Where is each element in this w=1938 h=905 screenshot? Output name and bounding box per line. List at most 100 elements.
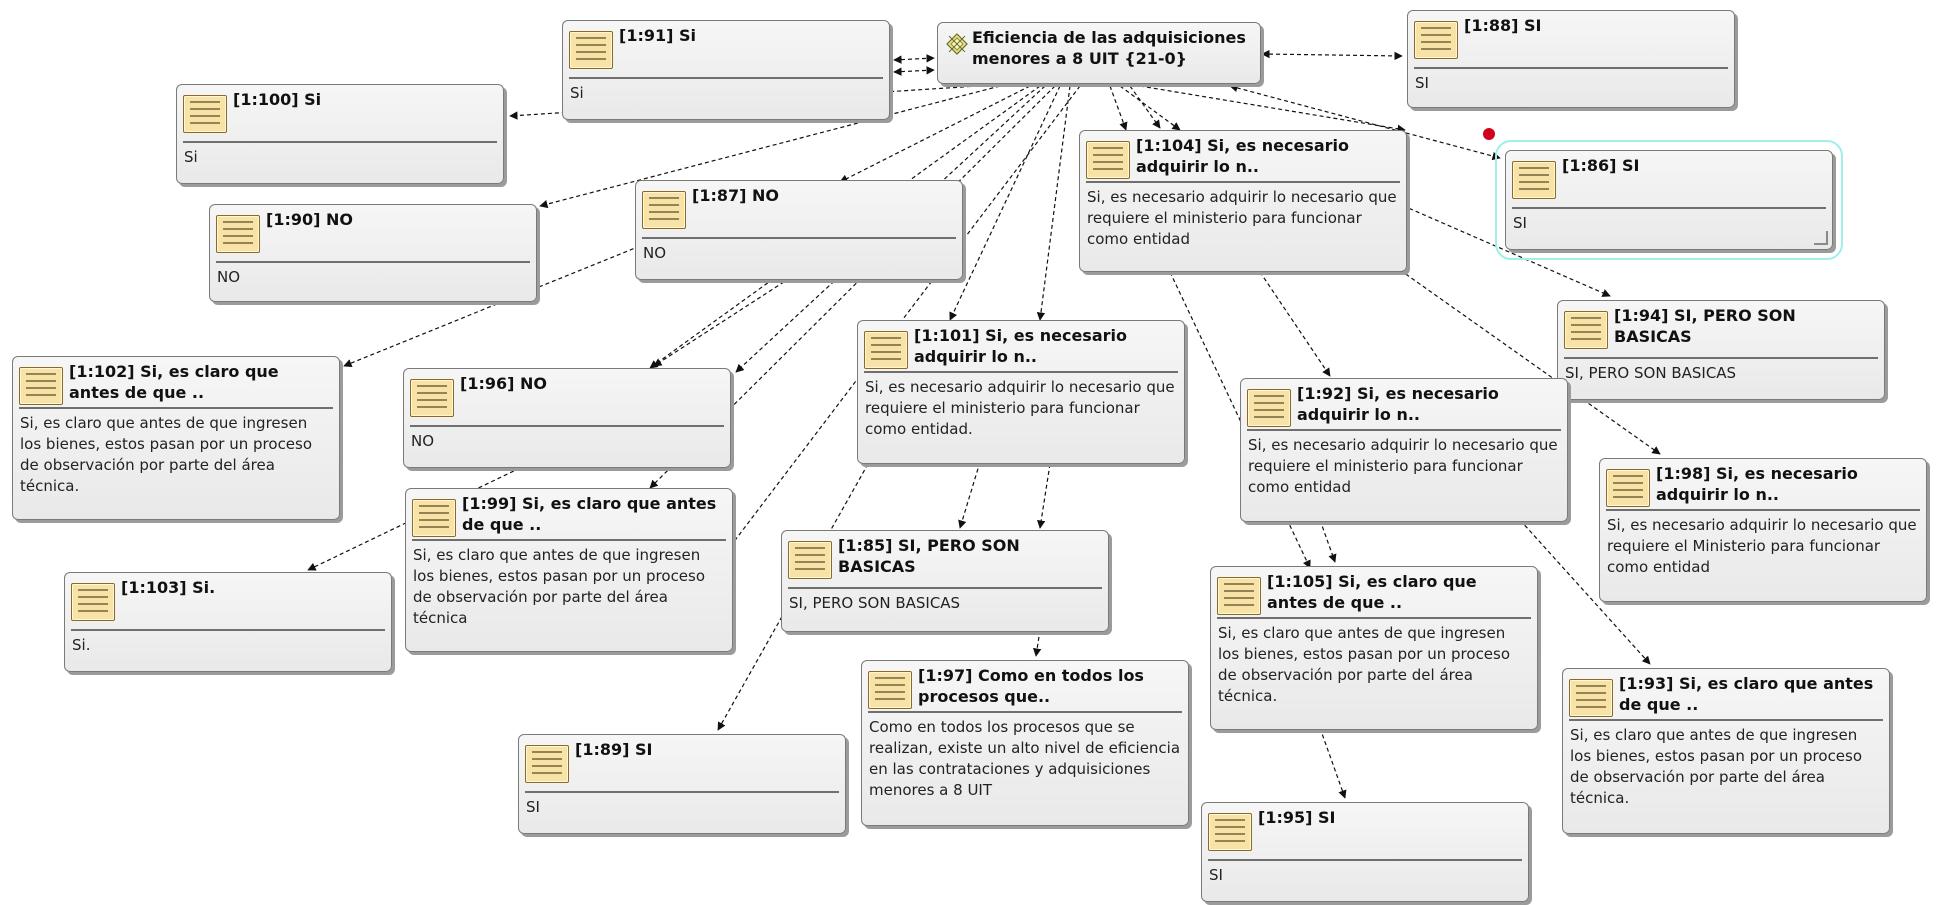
- quote-title: [1:90] NO: [266, 210, 353, 229]
- quote-title: [1:97] Como en todos los procesos que..: [918, 666, 1144, 706]
- quotation-icon: [788, 541, 832, 579]
- quote-node-1-85[interactable]: [1:85] SI, PERO SON BASICAS SI, PERO SON…: [781, 530, 1109, 632]
- quote-node-1-104[interactable]: [1:104] Si, es necesario adquirir lo n..…: [1079, 130, 1407, 272]
- quote-title: [1:96] NO: [460, 374, 547, 393]
- connector-line[interactable]: [893, 66, 935, 76]
- connector-line[interactable]: [949, 85, 1061, 321]
- divider: [216, 261, 530, 263]
- divider: [19, 407, 333, 409]
- connector-line[interactable]: [1109, 85, 1128, 131]
- quote-text: Si, es claro que antes de que ingresen l…: [413, 546, 706, 627]
- quote-title: [1:95] SI: [1258, 808, 1336, 827]
- divider: [1217, 617, 1531, 619]
- quote-title: [1:101] Si, es necesario adquirir lo n..: [914, 326, 1127, 366]
- quote-text: Si, es necesario adquirir lo necesario q…: [1607, 516, 1917, 576]
- quotation-icon: [412, 499, 456, 537]
- quotation-icon: [71, 583, 115, 621]
- quotation-icon: [1217, 577, 1261, 615]
- quote-node-1-92[interactable]: [1:92] Si, es necesario adquirir lo n.. …: [1240, 378, 1568, 522]
- connector-line[interactable]: [653, 277, 791, 367]
- quote-node-1-100[interactable]: [1:100] Si Si: [176, 84, 504, 184]
- quote-title: [1:104] Si, es necesario adquirir lo n..: [1136, 136, 1349, 176]
- quote-text: SI, PERO SON BASICAS: [1565, 364, 1737, 382]
- quotation-icon: [1414, 21, 1458, 59]
- quote-node-1-87[interactable]: [1:87] NO NO: [635, 180, 963, 280]
- quotation-icon: [864, 331, 908, 369]
- quotation-icon: [525, 745, 569, 783]
- divider: [642, 237, 956, 239]
- quote-text: NO: [411, 432, 435, 450]
- quote-node-1-105[interactable]: [1:105] Si, es claro que antes de que ..…: [1210, 566, 1538, 730]
- quote-text: Como en todos los procesos que se realiz…: [869, 718, 1181, 799]
- quote-text: Si, es necesario adquirir lo necesario q…: [865, 378, 1175, 438]
- connector-line[interactable]: [1139, 85, 1406, 133]
- quotation-icon: [1208, 813, 1252, 851]
- divider: [788, 587, 1102, 589]
- divider: [1414, 67, 1728, 69]
- quote-text: Si, es claro que antes de que ingresen l…: [20, 414, 313, 495]
- quote-title: [1:94] SI, PERO SON BASICAS: [1614, 306, 1796, 346]
- code-title: Eficiencia de las adquisiciones menores …: [972, 28, 1246, 68]
- connector-line[interactable]: [893, 54, 935, 64]
- divider: [1086, 181, 1400, 183]
- quote-node-1-89[interactable]: [1:89] SI SI: [518, 734, 846, 834]
- quote-node-1-102[interactable]: [1:102] Si, es claro que antes de que ..…: [12, 356, 340, 520]
- quote-title: [1:86] SI: [1562, 156, 1640, 175]
- quote-node-1-94[interactable]: [1:94] SI, PERO SON BASICAS SI, PERO SON…: [1557, 300, 1885, 400]
- quote-text: SI, PERO SON BASICAS: [789, 594, 961, 612]
- quote-title: [1:91] Si: [619, 26, 696, 45]
- connector-line[interactable]: [1259, 271, 1331, 377]
- connector-line[interactable]: [958, 461, 981, 529]
- quote-node-1-96[interactable]: [1:96] NO NO: [403, 368, 731, 468]
- quote-title: [1:102] Si, es claro que antes de que ..: [69, 362, 279, 402]
- quotation-icon: [183, 95, 227, 133]
- divider: [183, 141, 497, 143]
- quote-title: [1:93] Si, es claro que antes de que ..: [1619, 674, 1874, 714]
- quotation-icon: [1512, 161, 1556, 199]
- divider: [1606, 509, 1920, 511]
- quote-node-1-98[interactable]: [1:98] Si, es necesario adquirir lo n.. …: [1599, 458, 1927, 602]
- connector-line[interactable]: [1261, 49, 1403, 61]
- divider: [410, 425, 724, 427]
- quote-text: SI: [1415, 74, 1429, 92]
- quote-node-1-97[interactable]: [1:97] Como en todos los procesos que.. …: [861, 660, 1189, 826]
- quote-text: NO: [217, 268, 241, 286]
- quote-node-1-99[interactable]: [1:99] Si, es claro que antes de que .. …: [405, 488, 733, 652]
- quote-title: [1:92] Si, es necesario adquirir lo n..: [1297, 384, 1499, 424]
- connector-line[interactable]: [1129, 85, 1161, 129]
- quote-node-1-86[interactable]: [1:86] SI SI: [1495, 140, 1843, 260]
- quote-node-1-90[interactable]: [1:90] NO NO: [209, 204, 537, 302]
- quotation-icon: [1569, 679, 1613, 717]
- divider: [412, 539, 726, 541]
- connector-line[interactable]: [1319, 727, 1347, 799]
- connector-line[interactable]: [1119, 85, 1181, 131]
- divider: [525, 791, 839, 793]
- quotation-icon: [410, 379, 454, 417]
- quote-node-1-95[interactable]: [1:95] SI SI: [1201, 802, 1529, 902]
- quote-text: SI: [1209, 866, 1223, 884]
- quote-node-1-91[interactable]: [1:91] Si Si: [562, 20, 890, 120]
- quote-node-1-93[interactable]: [1:93] Si, es claro que antes de que .. …: [1562, 668, 1890, 834]
- connector-line[interactable]: [1037, 463, 1051, 529]
- quote-text: Si, es claro que antes de que ingresen l…: [1218, 624, 1511, 705]
- divider: [864, 371, 1178, 373]
- quote-text: Si, es necesario adquirir lo necesario q…: [1087, 188, 1397, 248]
- quote-node-1-103[interactable]: [1:103] Si. Si.: [64, 572, 392, 672]
- code-node-eficiencia[interactable]: Eficiencia de las adquisiciones menores …: [937, 22, 1261, 84]
- connector-line[interactable]: [1036, 85, 1071, 321]
- resize-handle[interactable]: [1814, 231, 1828, 245]
- connector-line[interactable]: [1032, 629, 1042, 657]
- quote-node-1-88[interactable]: [1:88] SI SI: [1407, 10, 1735, 108]
- quotation-icon: [1606, 469, 1650, 507]
- quote-text: Si, es necesario adquirir lo necesario q…: [1248, 436, 1558, 496]
- quote-title: [1:105] Si, es claro que antes de que ..: [1267, 572, 1477, 612]
- quote-node-1-101[interactable]: [1:101] Si, es necesario adquirir lo n..…: [857, 320, 1185, 464]
- quote-text: NO: [643, 244, 667, 262]
- divider: [868, 711, 1182, 713]
- quote-title: [1:89] SI: [575, 740, 653, 759]
- divider: [1569, 719, 1883, 721]
- quote-title: [1:87] NO: [692, 186, 779, 205]
- divider: [569, 77, 883, 79]
- connector-line[interactable]: [1319, 519, 1337, 563]
- quote-text: SI: [1513, 214, 1527, 232]
